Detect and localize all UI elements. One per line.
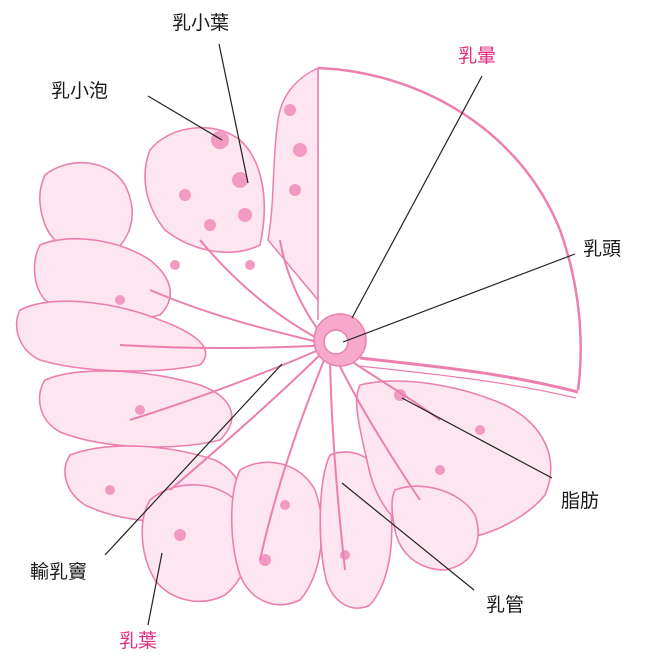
label-nipple: 乳頭 [583, 240, 621, 259]
label-areola: 乳暈 [458, 47, 496, 66]
label-lobe: 乳葉 [119, 632, 157, 651]
label-duct: 乳管 [486, 596, 524, 615]
label-fat: 脂肪 [561, 492, 599, 511]
label-lobule: 乳小葉 [172, 14, 229, 33]
upper-section [268, 68, 318, 300]
label-lactiferous-sinus: 輸乳竇 [30, 563, 87, 582]
label-alveolus: 乳小泡 [51, 82, 108, 101]
